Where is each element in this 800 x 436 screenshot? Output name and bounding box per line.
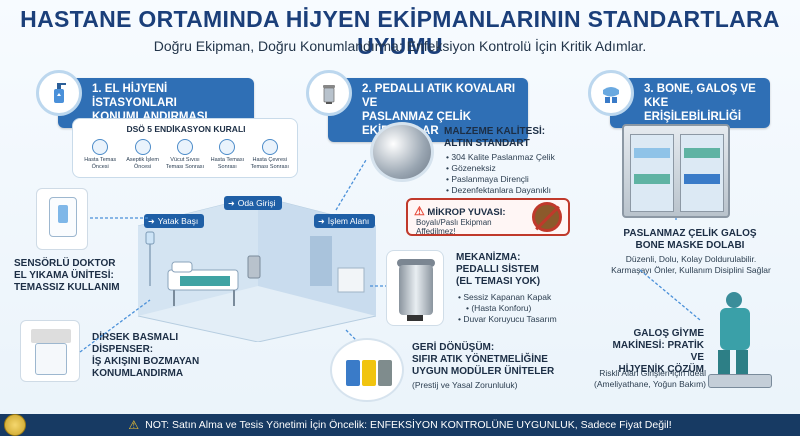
recycle-note: (Prestij ve Yasal Zorunluluk): [412, 380, 518, 390]
section-3-header: 3. BONE, GALOŞ VE KKE ERİŞİLEBİLİRLİĞİ: [588, 70, 770, 128]
tag-work-area: ➜İşlem Alanı: [314, 214, 376, 228]
mechanism-bullets: Sessiz Kapanan Kapak (Hasta Konforu) Duv…: [458, 292, 588, 325]
footer-text: NOT: Satın Alma ve Tesis Yönetimi İçin Ö…: [145, 419, 672, 431]
hand-sanitizer-icon: [36, 70, 82, 116]
material-title: MALZEME KALİTESİ: ALTIN STANDART: [444, 126, 546, 149]
hand-icon: [92, 139, 109, 155]
elbow-label: DİRSEK BASMALI DİSPENSER: İŞ AKIŞINI BOZ…: [92, 332, 200, 379]
material-bullet: 304 Kalite Paslanmaz Çelik: [446, 152, 586, 163]
pedal-bin-icon: [306, 70, 352, 116]
sensor-label: SENSÖRLÜ DOKTOR EL YIKAMA ÜNİTESİ: TEMAS…: [14, 258, 120, 293]
cabinet-title: PASLANMAZ ÇELİK GALOŞ BONE MASKE DOLABI: [623, 228, 757, 251]
mechanism-bullet: Duvar Koruyucu Tasarım: [458, 314, 588, 325]
hand-icon: [261, 139, 278, 155]
section-3-title-line2: ERİŞİLEBİLİRLİĞİ: [644, 111, 742, 123]
galosh-desc: Riskli Alan Girişleri İçin İdeal (Ameliy…: [594, 368, 706, 389]
who-card-title: DSÖ 5 ENDİKASYON KURALI: [126, 124, 246, 134]
pedal-bin-image: [386, 250, 444, 326]
galosh-machine-image: [700, 290, 780, 390]
material-bullet: Dezenfektanlara Dayanıklı: [446, 185, 586, 196]
hand-icon: [176, 139, 193, 155]
elbow-dispenser-image: [20, 320, 80, 382]
steel-sample-image: [370, 122, 434, 182]
page-title: HASTANE ORTAMINDA HİJYEN EKİPMANLARININ …: [20, 6, 780, 59]
section-2-title-line1: 2. PEDALLI ATIK KOVALARI VE: [362, 83, 516, 109]
cabinet-desc: Düzenli, Dolu, Kolay Doldurulabilir. Kar…: [611, 254, 771, 275]
material-bullet: Gözeneksiz: [446, 163, 586, 174]
material-bullets: 304 Kalite Paslanmaz Çelik Gözeneksiz Pa…: [446, 152, 586, 196]
ppe-cabinet-image: [622, 124, 730, 218]
hand-icon: [219, 139, 236, 155]
hand-icon: [134, 139, 151, 155]
tag-room-entry: ➜Oda Girişi: [224, 196, 282, 210]
recycling-bins-image: [330, 338, 404, 402]
gloves-mask-icon: [588, 70, 634, 116]
warning-icon: ⚠: [128, 418, 140, 432]
material-bullet: Paslanmaya Dirençli: [446, 174, 586, 185]
galosh-title: GALOŞ GİYME MAKİNESİ: PRATİK VE HİJYENİK…: [612, 328, 704, 375]
prohibited-rusty-bin-icon: [532, 202, 562, 232]
arrow-icon: ➜: [228, 199, 235, 208]
section-3-title-line1: 3. BONE, GALOŞ VE KKE: [644, 83, 756, 109]
hospital-room-illustration: ➜Yatak Başı ➜Oda Girişi ➜İşlem Alanı: [138, 196, 376, 342]
warning-icon: ⚠: [414, 204, 425, 218]
section-1-title-line1: 1. EL HİJYENİ İSTASYONLARI: [92, 83, 177, 109]
page-subtitle: Doğru Ekipman, Doğru Konumlandırma: Enfe…: [153, 38, 647, 54]
tag-bed-side: ➜Yatak Başı: [144, 214, 205, 228]
arrow-icon: ➜: [318, 217, 325, 226]
mechanism-title: MEKANİZMA: PEDALLI SİSTEM (EL TEMASI YOK…: [456, 252, 541, 287]
gold-seal-icon: [4, 414, 26, 436]
mechanism-bullet: Sessiz Kapanan Kapak: [458, 292, 588, 303]
arrow-icon: ➜: [148, 217, 155, 226]
recycle-title: GERİ DÖNÜŞÜM: SIFIR ATIK YÖNETMELİĞİNE U…: [412, 342, 555, 377]
footer-note-bar: ⚠ NOT: Satın Alma ve Tesis Yönetimi İçin…: [0, 414, 800, 436]
sensor-dispenser-image: [36, 188, 88, 250]
mechanism-note: (Hasta Konforu): [458, 303, 588, 314]
